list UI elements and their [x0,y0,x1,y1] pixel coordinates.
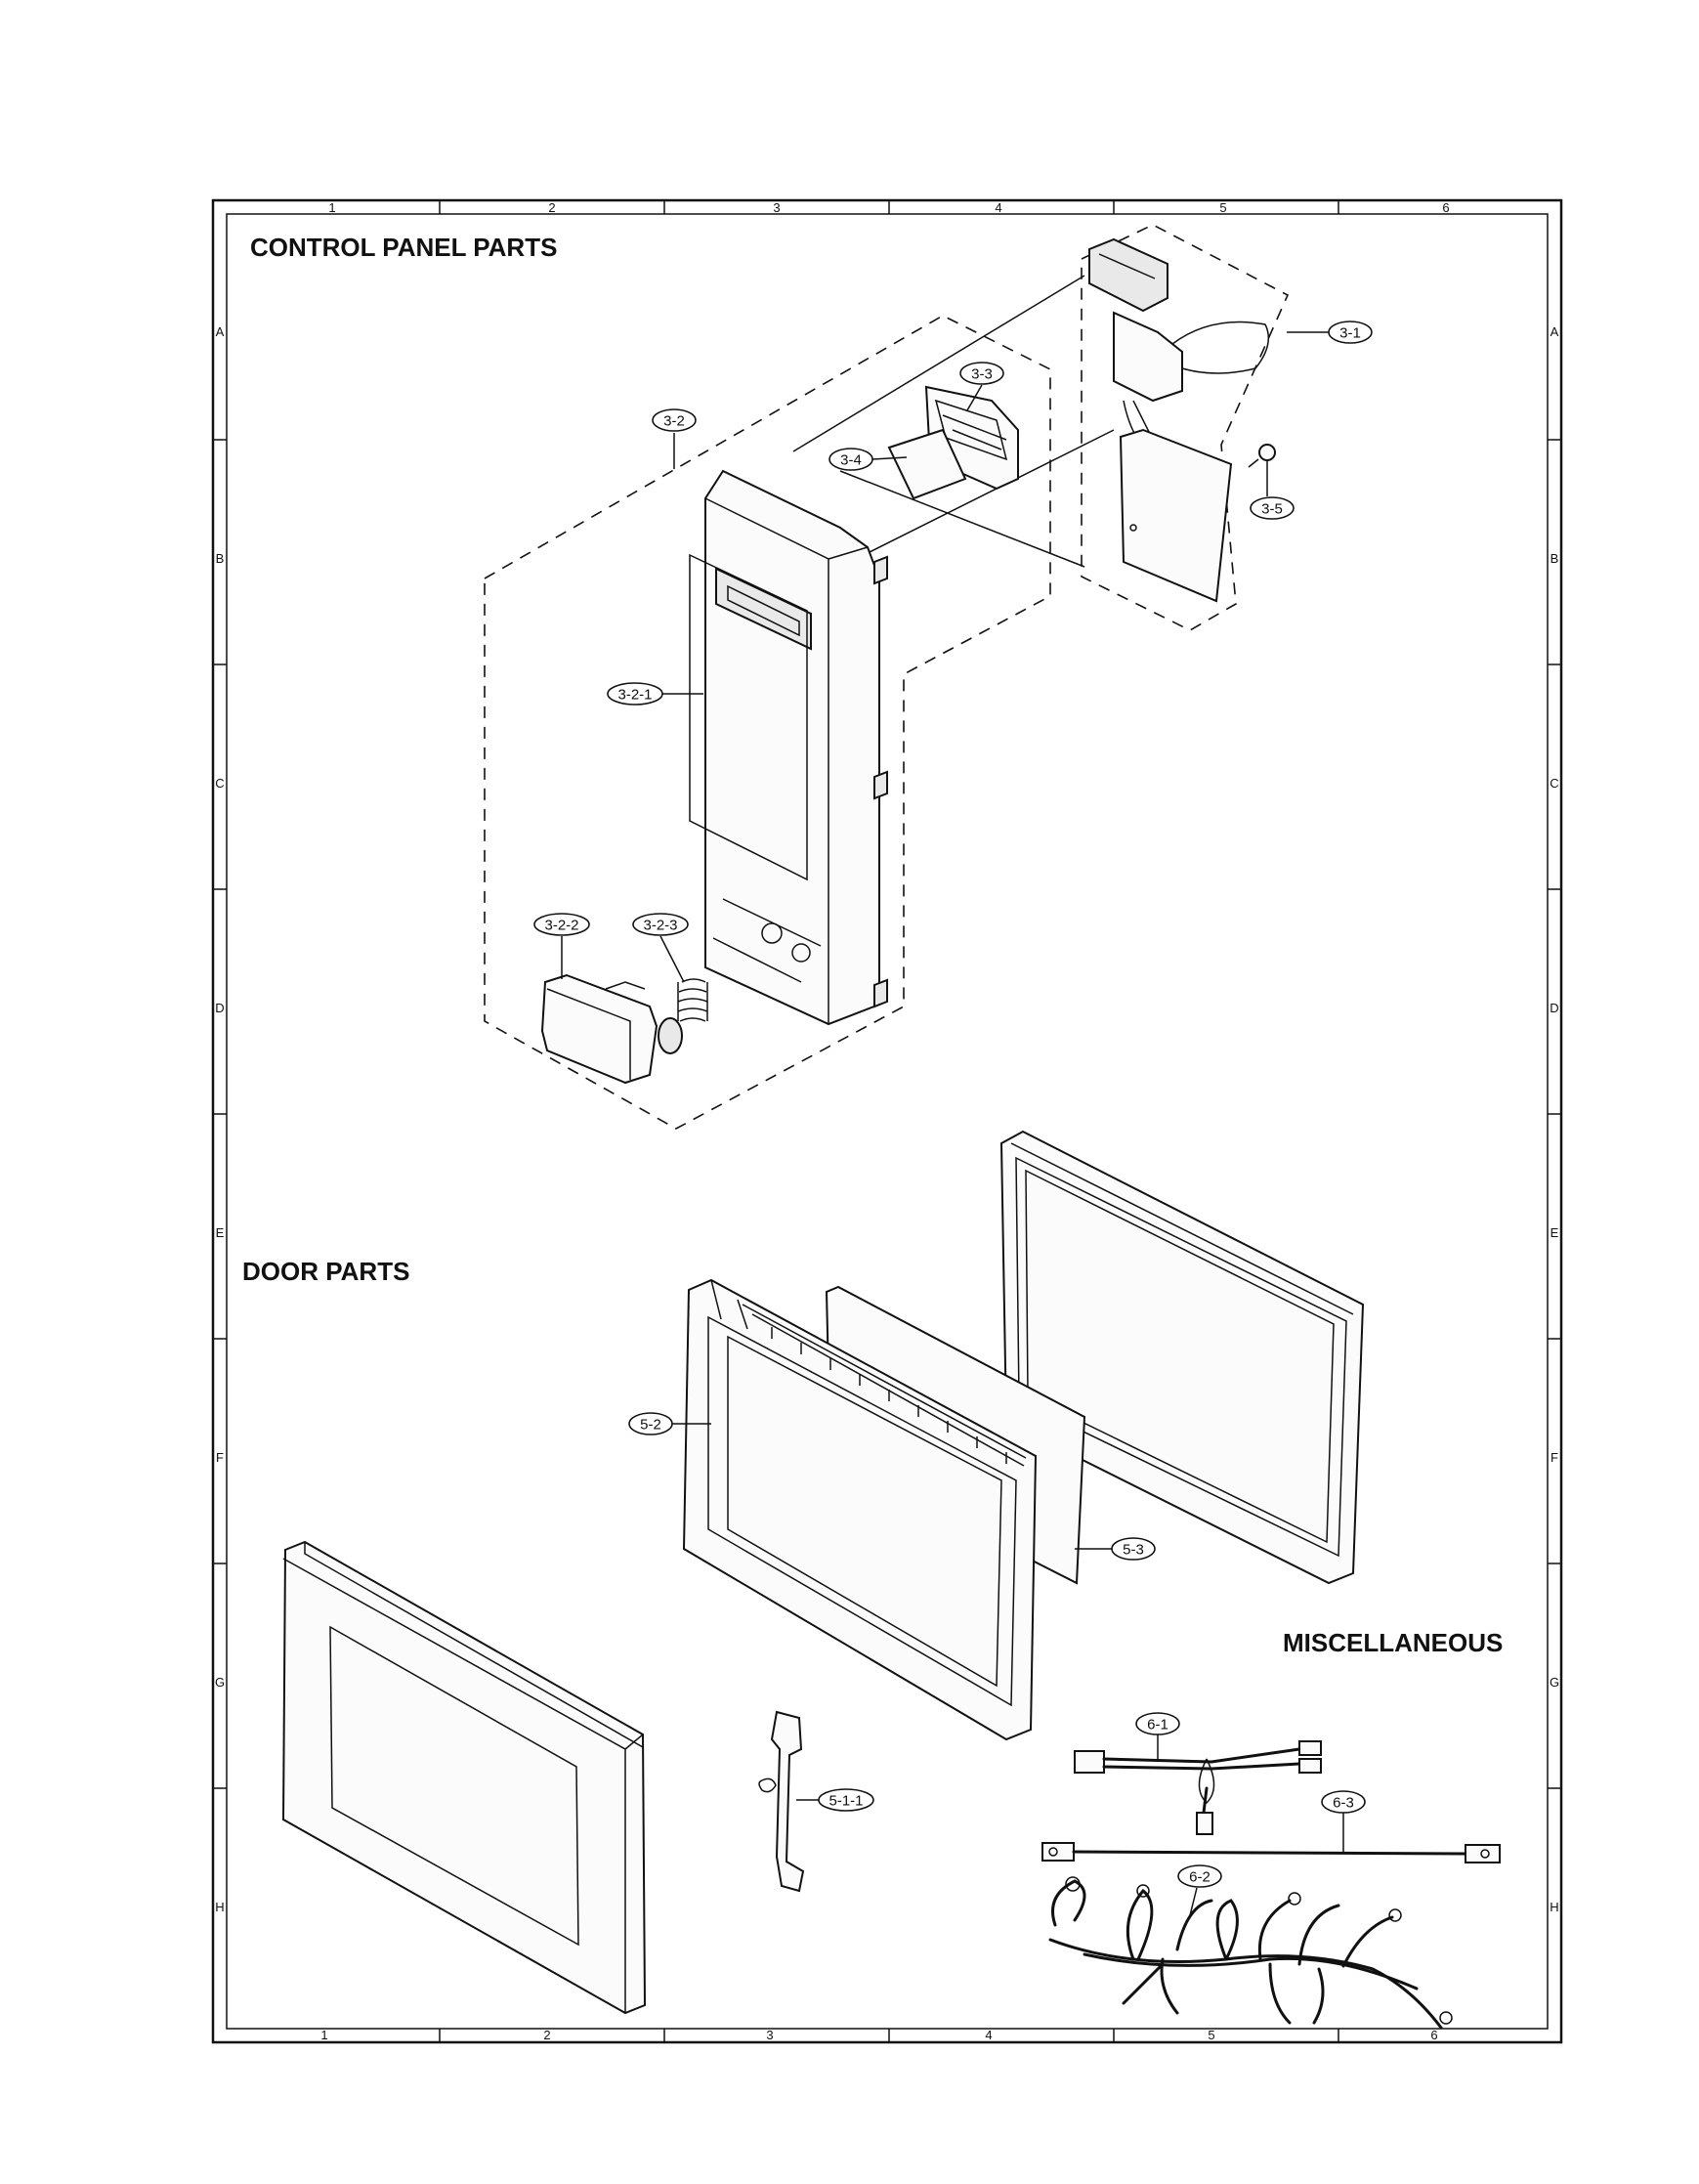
callout-label-3-1: 3-1 [1339,325,1361,342]
control-panel-parts-title: CONTROL PANEL PARTS [250,233,557,262]
row-label-d-left: D [215,1001,224,1015]
col-label-5-bottom: 5 [1208,2028,1214,2042]
callout-3-3: 3-3 [959,362,1004,411]
col-label-6-top: 6 [1442,200,1449,215]
row-label-f-left: F [216,1450,224,1465]
door-frame [682,1278,1038,1741]
pcb-assembly-outline [1081,224,1290,631]
door-front-panel [281,1540,647,2015]
callout-label-3-3: 3-3 [971,366,993,383]
callout-6-3: 6-3 [1321,1790,1366,1853]
callout-label-3-4: 3-4 [840,452,862,469]
callout-label-3-2-2: 3-2-2 [544,918,578,934]
col-label-6-bottom: 6 [1430,2028,1437,2042]
row-label-h-right: H [1550,1900,1558,1914]
callout-6-1: 6-1 [1135,1712,1180,1759]
main-pcb-assembly [1088,237,1270,441]
assembly-guide-lines [792,275,1115,568]
button-spring [677,978,708,1022]
col-label-1-bottom: 1 [320,2028,327,2042]
callout-label-5-2: 5-2 [640,1417,661,1434]
col-label-2-top: 2 [548,200,555,215]
row-label-g-right: G [1550,1675,1559,1690]
row-label-g-left: G [215,1675,225,1690]
col-label-1-top: 1 [328,200,335,215]
miscellaneous-title: MISCELLANEOUS [1283,1628,1503,1657]
callout-5-2: 5-2 [628,1412,711,1435]
row-label-b-left: B [216,551,225,566]
control-panel-housing [689,469,888,1026]
callout-label-3-2: 3-2 [663,413,685,430]
door-button [540,973,683,1085]
callout-3-2-1: 3-2-1 [607,682,703,706]
callout-5-1-1: 5-1-1 [796,1788,874,1812]
row-label-f-right: F [1550,1450,1558,1465]
callout-label-3-2-1: 3-2-1 [617,687,652,704]
drawing-frame: 1 2 3 4 5 6 1 2 3 4 5 6 A B C D E F G H … [211,198,1563,2044]
row-label-a-right: A [1550,324,1559,339]
col-label-3-bottom: 3 [766,2028,773,2042]
col-label-4-bottom: 4 [985,2028,992,2042]
main-wire-harness-6-2 [1048,1876,1453,2030]
callout-3-2: 3-2 [652,408,697,469]
callout-label-3-5: 3-5 [1261,501,1283,518]
callout-label-5-3: 5-3 [1123,1542,1144,1559]
row-label-e-right: E [1550,1225,1559,1240]
callout-label-5-1-1: 5-1-1 [828,1793,863,1810]
pcb-screw [1248,444,1276,468]
callout-label-3-2-3: 3-2-3 [643,918,677,934]
callout-label-6-2: 6-2 [1189,1869,1211,1886]
ground-wire-6-3 [1041,1842,1501,1863]
col-label-4-top: 4 [995,200,1001,215]
callout-label-6-1: 6-1 [1147,1717,1168,1734]
col-label-5-top: 5 [1219,200,1226,215]
callout-3-1: 3-1 [1287,321,1373,344]
row-label-c-left: C [215,776,224,791]
callout-3-2-3: 3-2-3 [632,913,689,983]
display-plate [887,428,967,500]
callout-3-2-2: 3-2-2 [533,913,590,979]
col-label-2-bottom: 2 [543,2028,550,2042]
wire-harness-6-1 [1074,1740,1322,1835]
row-label-c-right: C [1550,776,1558,791]
col-label-3-top: 3 [773,200,780,215]
row-label-d-right: D [1550,1001,1558,1015]
row-label-a-left: A [216,324,225,339]
row-label-e-left: E [216,1225,225,1240]
control-pcb-board [1119,428,1233,603]
callout-label-6-3: 6-3 [1333,1795,1354,1812]
row-label-h-left: H [215,1900,224,1914]
door-latch [758,1710,805,1893]
door-parts-title: DOOR PARTS [242,1257,409,1286]
callout-3-4: 3-4 [828,448,908,471]
row-label-b-right: B [1550,551,1559,566]
callout-5-3: 5-3 [1075,1537,1156,1561]
callout-6-2: 6-2 [1177,1864,1222,1916]
callout-3-5: 3-5 [1250,461,1295,520]
